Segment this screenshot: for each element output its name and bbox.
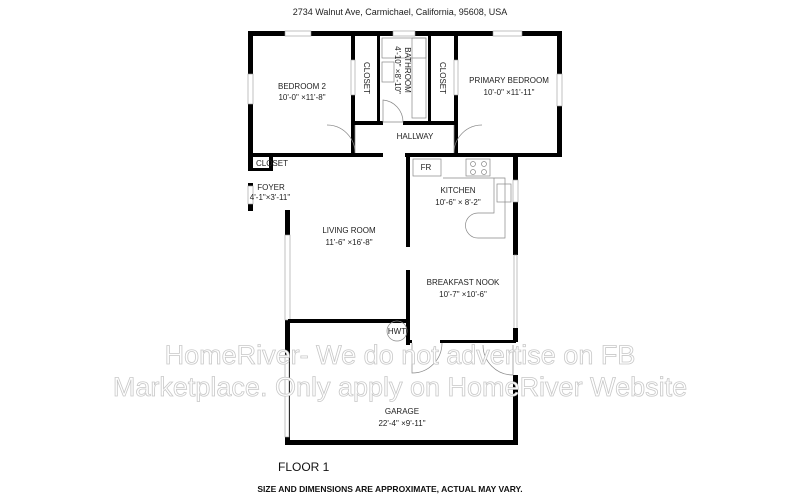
room-dims-kitchen: 10'-6" × 8'-2" [435, 198, 481, 207]
watermark-line-2: Marketplace. Only apply on HomeRiver Web… [113, 372, 687, 402]
room-dims-garage: 22'-4" ×9'-11" [378, 419, 425, 428]
room-name-kitchen: KITCHEN [440, 186, 475, 195]
room-name-foyer: FOYER [257, 183, 285, 192]
room-name-bathroom: BATHROOM [403, 47, 412, 93]
room-name-living-room: LIVING ROOM [322, 226, 376, 235]
room-dims-living-room: 11'-6" ×16'-8" [325, 238, 372, 247]
room-labels: BEDROOM 2 10'-0" ×11'-8" CLOSET BATHROOM… [250, 46, 549, 428]
disclaimer: SIZE AND DIMENSIONS ARE APPROXIMATE, ACT… [257, 484, 522, 494]
room-name-hallway: HALLWAY [397, 132, 434, 141]
walls [247, 30, 563, 445]
watermark-line-1: HomeRiver- We do not advertise on FB [165, 340, 636, 370]
room-name-garage: GARAGE [385, 407, 419, 416]
room-name-closet-primary: CLOSET [438, 62, 447, 94]
room-name-primary-bedroom: PRIMARY BEDROOM [469, 76, 549, 85]
room-name-breakfast-nook: BREAKFAST NOOK [427, 278, 500, 287]
room-dims-breakfast-nook: 10'-7" ×10'-6" [439, 290, 487, 299]
hwt-label: HWT [388, 327, 406, 336]
room-dims-bedroom-2: 10'-0" ×11'-8" [278, 93, 325, 102]
room-dims-bathroom: 4'-10" ×8'-10" [393, 46, 402, 94]
room-dims-primary-bedroom: 10'-0" ×11'-11" [484, 88, 535, 97]
room-name-closet-bedroom-2: CLOSET [362, 62, 371, 94]
fixtures [326, 37, 514, 376]
room-name-closet-foyer: CLOSET [256, 159, 288, 168]
floor-label: FLOOR 1 [278, 460, 330, 474]
room-dims-foyer: 4'-1"×3'-11" [250, 193, 291, 202]
fridge-label: FR [421, 163, 432, 172]
room-name-bedroom-2: BEDROOM 2 [278, 82, 327, 91]
address: 2734 Walnut Ave, Carmichael, California,… [293, 7, 508, 17]
